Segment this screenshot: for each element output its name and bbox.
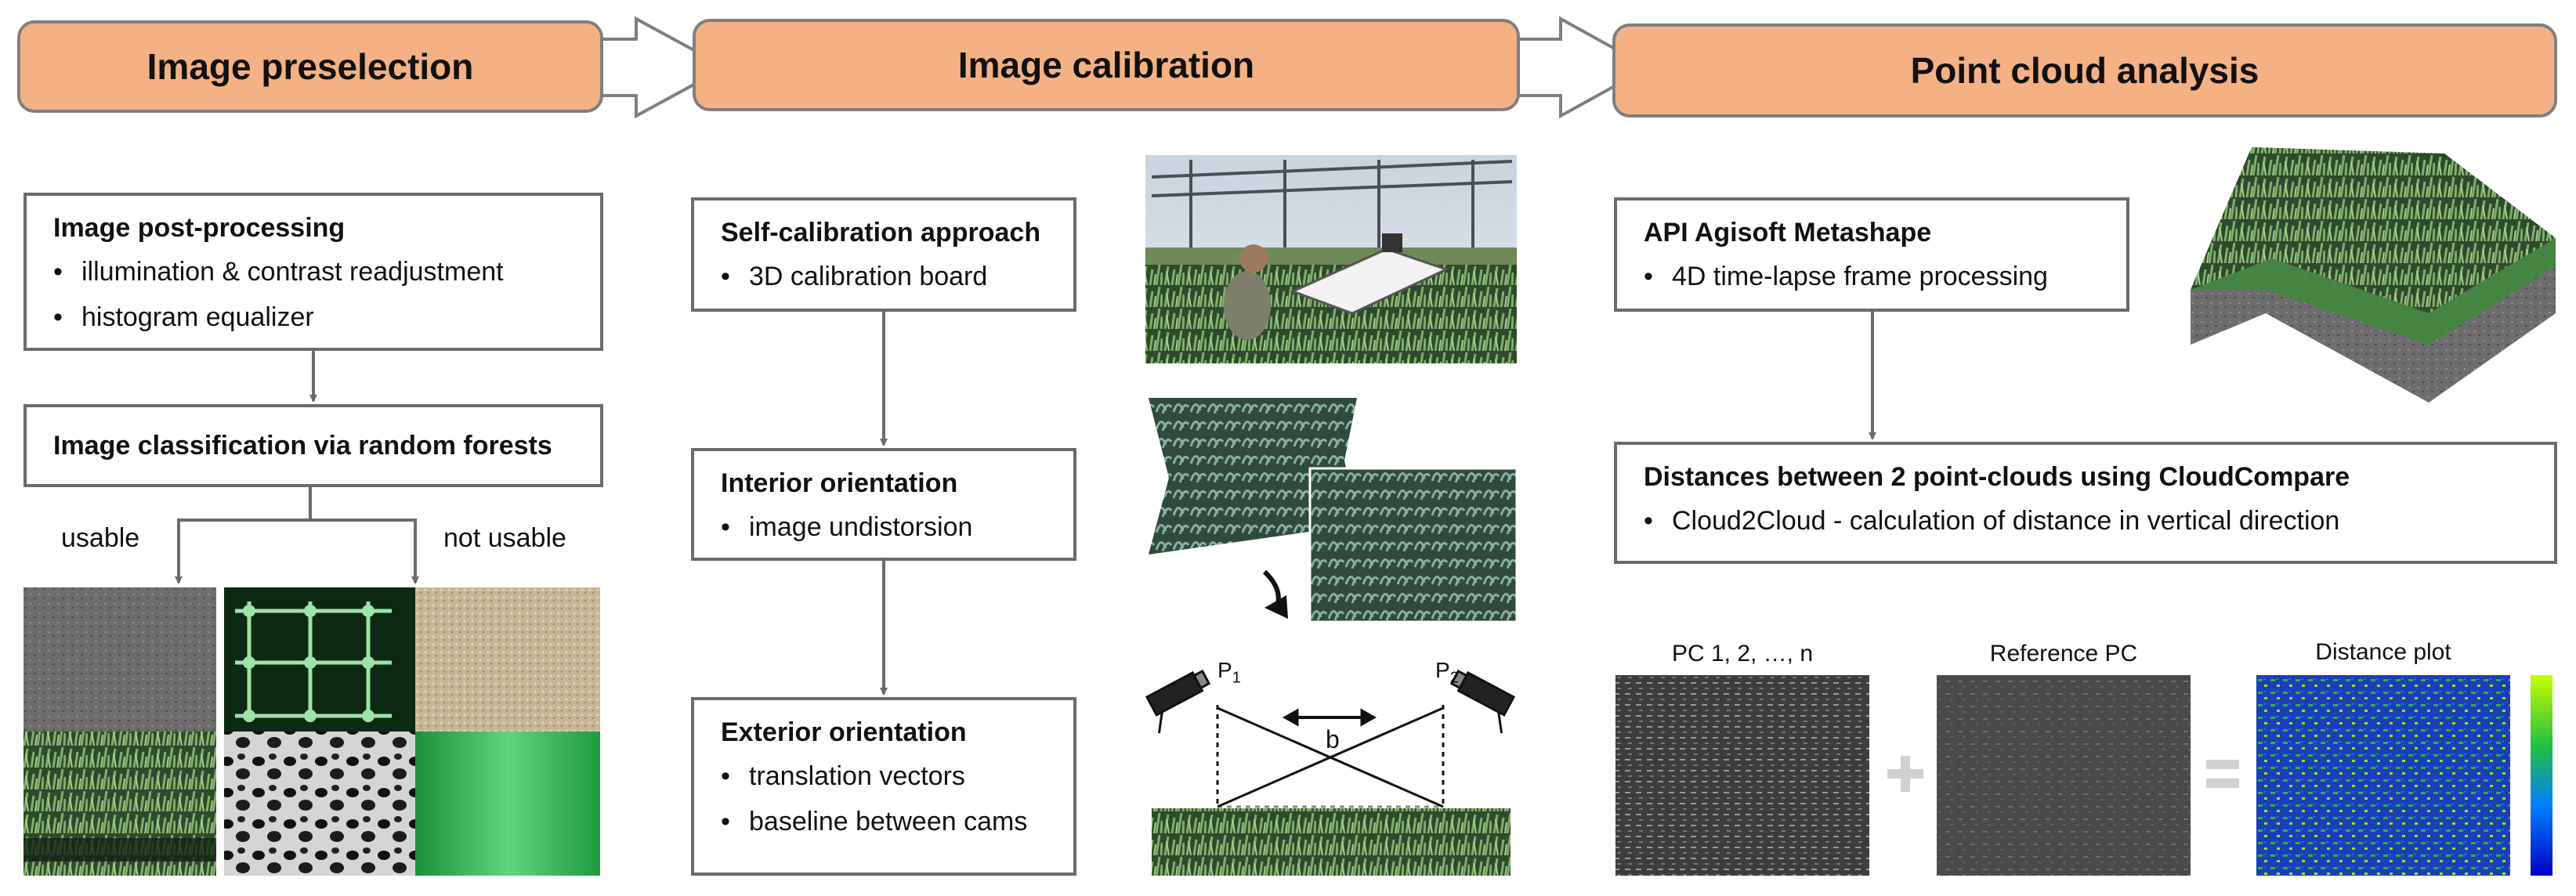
undistortion-images	[1149, 398, 1518, 623]
label-reference-pc: Reference PC	[1989, 641, 2138, 667]
box-image-post-processing: Image post-processing illumination & con…	[24, 193, 603, 351]
color-scale-bar	[2531, 675, 2552, 876]
label-p2-letter: P	[1435, 658, 1450, 682]
field-photo	[1145, 155, 1517, 363]
box-item: translation vectors	[721, 753, 1047, 799]
label-p1-sub: 1	[1232, 669, 1241, 687]
stereo-geometry	[1145, 669, 1516, 808]
label-baseline-b: b	[1326, 725, 1340, 753]
point-cloud-3d	[2191, 147, 2556, 403]
label-not-usable: not usable	[443, 523, 566, 553]
box-item: 4D time-lapse frame processing	[1644, 254, 2100, 299]
box-title: Image post-processing	[53, 213, 346, 243]
stage-point-cloud-analysis: Point cloud analysis	[1612, 23, 2557, 117]
stage-label: Point cloud analysis	[1910, 50, 2259, 91]
classification-image-grid	[24, 587, 600, 876]
box-title: Exterior orientation	[721, 717, 967, 747]
box-exterior-orientation: Exterior orientation translation vectors…	[691, 697, 1076, 876]
box-title: Interior orientation	[721, 468, 958, 498]
box-cloudcompare-distances: Distances between 2 point-clouds using C…	[1614, 442, 2557, 564]
stage-label: Image calibration	[957, 45, 1255, 85]
box-interior-orientation: Interior orientation image undistorsion	[691, 448, 1076, 561]
box-item: histogram equalizer	[53, 294, 573, 340]
label-p2: P2	[1435, 658, 1459, 688]
box-api-agisoft-metashape: API Agisoft Metashape 4D time-lapse fram…	[1614, 197, 2129, 312]
box-title: Self-calibration approach	[721, 218, 1041, 247]
box-image-classification: Image classification via random forests	[24, 404, 603, 487]
pc-panel	[1615, 675, 1869, 876]
box-item: illumination & contrast readjustment	[53, 249, 573, 294]
box-item: baseline between cams	[721, 799, 1047, 844]
stage-image-calibration: Image calibration	[693, 19, 1520, 111]
equals-sign	[2206, 760, 2239, 788]
plus-sign	[1887, 756, 1923, 792]
stage-image-preselection: Image preselection	[17, 20, 603, 113]
stereo-grass-strip	[1152, 808, 1511, 876]
label-distance-plot: Distance plot	[2315, 639, 2451, 665]
label-p1-letter: P	[1217, 658, 1232, 682]
box-item: Cloud2Cloud - calculation of distance in…	[1644, 498, 2527, 544]
label-pc-series: PC 1, 2, …, n	[1671, 641, 1814, 667]
stage-label: Image preselection	[147, 46, 474, 87]
label-usable: usable	[61, 523, 140, 553]
distance-plot-panel	[2256, 675, 2510, 876]
stage-arrow-2	[1512, 16, 1652, 119]
box-title: API Agisoft Metashape	[1644, 218, 1932, 247]
reference-pc-panel	[1937, 675, 2191, 876]
box-self-calibration: Self-calibration approach 3D calibration…	[691, 197, 1076, 312]
box-title: Distances between 2 point-clouds using C…	[1644, 462, 2350, 492]
label-p1: P1	[1217, 658, 1241, 688]
box-item: 3D calibration board	[721, 254, 1047, 299]
label-p2-sub: 2	[1449, 669, 1459, 687]
box-title: Image classification via random forests	[53, 431, 552, 461]
box-item: image undistorsion	[721, 504, 1047, 550]
